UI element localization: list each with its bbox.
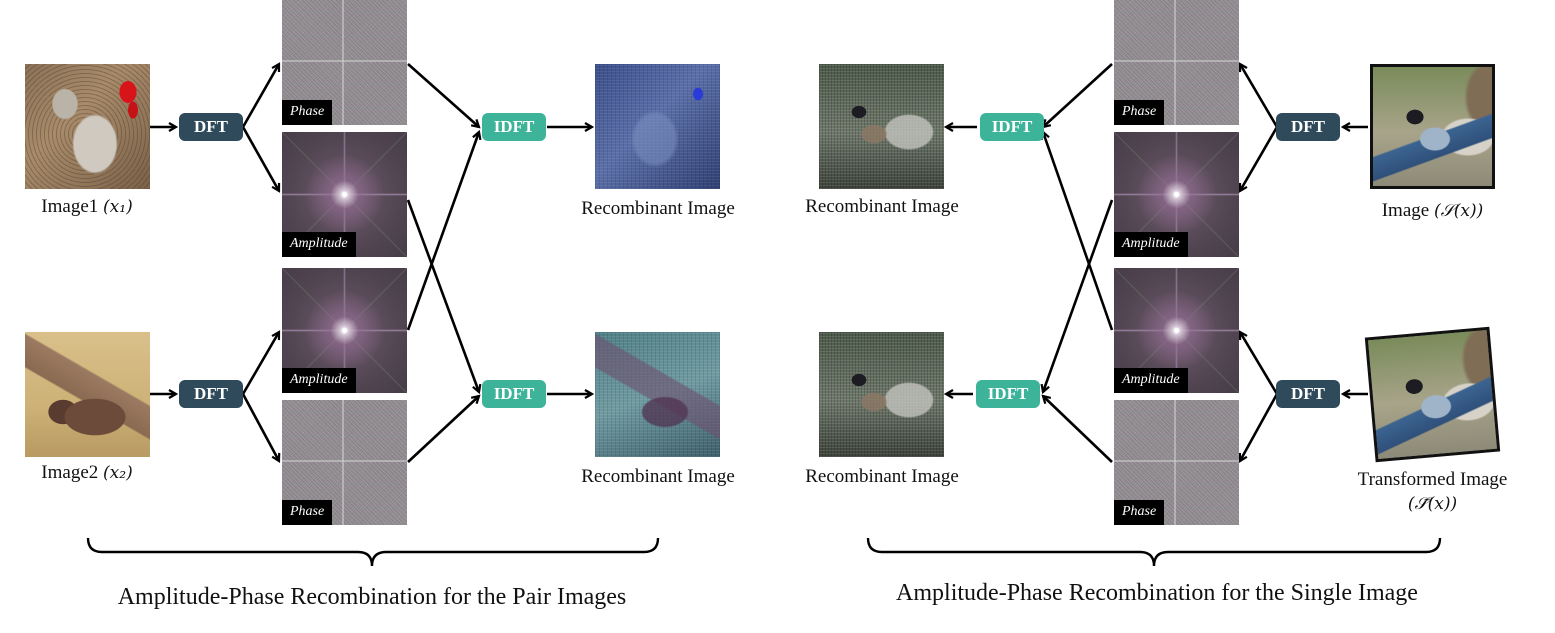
section-title-pair: Amplitude-Phase Recombination for the Pa… xyxy=(117,584,627,610)
phase-label: Phase xyxy=(1114,500,1165,525)
recombinant-caption: Recombinant Image xyxy=(805,466,959,487)
section-title-single: Amplitude-Phase Recombination for the Si… xyxy=(896,580,1418,606)
original-image-math: (𝒮(x)) xyxy=(1433,201,1484,221)
recombinant-caption: Recombinant Image xyxy=(805,196,959,217)
image2-triceratops xyxy=(25,332,150,457)
dft-box-image1: DFT xyxy=(179,113,243,141)
image1-rooster xyxy=(25,64,150,189)
image2-label: Image2 xyxy=(41,462,99,483)
arrow-dft2-phase xyxy=(241,393,279,461)
arrow-ampT-idft1 xyxy=(1043,132,1114,331)
amplitude-spectrum-original: Amplitude xyxy=(1114,132,1239,257)
arrow-phase2-idft2 xyxy=(407,396,479,463)
phase-label: Phase xyxy=(282,500,333,525)
original-image-bird xyxy=(1370,64,1495,189)
phase-spectrum-transformed: Phase xyxy=(1114,400,1239,525)
dft-box-original: DFT xyxy=(1276,113,1340,141)
recombinant-caption: Recombinant Image xyxy=(581,466,735,487)
recombinant-image-top-right xyxy=(819,64,944,189)
arrow-phase1-idft1 xyxy=(407,63,479,127)
recombinant-image-top-left xyxy=(595,64,720,189)
amplitude-label: Amplitude xyxy=(282,368,356,393)
transformed-image-label: Transformed Image xyxy=(1357,469,1508,490)
phase-label: Phase xyxy=(1114,100,1165,125)
arrow-phaseS-idft1 xyxy=(1043,63,1113,127)
recombinant-caption: Recombinant Image xyxy=(581,198,735,219)
recombinant-image-bottom-right xyxy=(819,332,944,457)
amplitude-spectrum-transformed: Amplitude xyxy=(1114,268,1239,393)
right-brace xyxy=(866,537,1442,567)
image2-math: (x₂) xyxy=(103,463,133,483)
amplitude-spectrum-image1: Amplitude xyxy=(282,132,407,257)
idft-box-bottom-right: IDFT xyxy=(976,380,1040,408)
left-brace xyxy=(86,537,660,567)
phase-spectrum-image1: Phase xyxy=(282,0,407,125)
arrow-amp1-idft2 xyxy=(406,199,479,392)
arrow-dftS-amp xyxy=(1238,126,1279,191)
amplitude-label: Amplitude xyxy=(1114,232,1188,257)
arrow-ampS-idft2 xyxy=(1043,199,1114,392)
idft-box-top-right: IDFT xyxy=(980,113,1044,141)
phase-spectrum-image2: Phase xyxy=(282,400,407,525)
idft-box-top-left: IDFT xyxy=(482,113,546,141)
arrow-dftS-phase xyxy=(1240,64,1279,128)
arrow-phaseT-idft2 xyxy=(1043,396,1113,463)
amplitude-label: Amplitude xyxy=(1114,368,1188,393)
amplitude-spectrum-image2: Amplitude xyxy=(282,268,407,393)
phase-spectrum-original: Phase xyxy=(1114,0,1239,125)
transformed-image-bird xyxy=(1364,326,1501,463)
image1-label: Image1 xyxy=(41,196,99,217)
original-image-label: Image xyxy=(1381,200,1430,221)
arrow-amp2-idft1 xyxy=(406,132,479,331)
transformed-image-math: (𝒮̃(x)) xyxy=(1407,494,1458,514)
arrow-dft1-phase xyxy=(241,64,281,128)
dft-box-transformed: DFT xyxy=(1276,380,1340,408)
arrow-dftT-phase xyxy=(1240,393,1279,461)
image2-caption: Image2 (x₂) xyxy=(12,462,162,484)
phase-label: Phase xyxy=(282,100,333,125)
idft-box-bottom-left: IDFT xyxy=(482,380,546,408)
amplitude-label: Amplitude xyxy=(282,232,356,257)
arrow-dft1-amp xyxy=(241,126,279,191)
arrow-dft2-amp xyxy=(241,332,281,395)
recombinant-image-bottom-left xyxy=(595,332,720,457)
original-image-caption: Image (𝒮(x)) xyxy=(1355,200,1510,222)
transformed-image-caption: Transformed Image (𝒮̃(x)) xyxy=(1335,468,1530,516)
dft-box-image2: DFT xyxy=(179,380,243,408)
image1-caption: Image1 (x₁) xyxy=(12,196,162,218)
arrow-dftT-amp xyxy=(1240,332,1279,395)
image1-math: (x₁) xyxy=(103,197,133,217)
